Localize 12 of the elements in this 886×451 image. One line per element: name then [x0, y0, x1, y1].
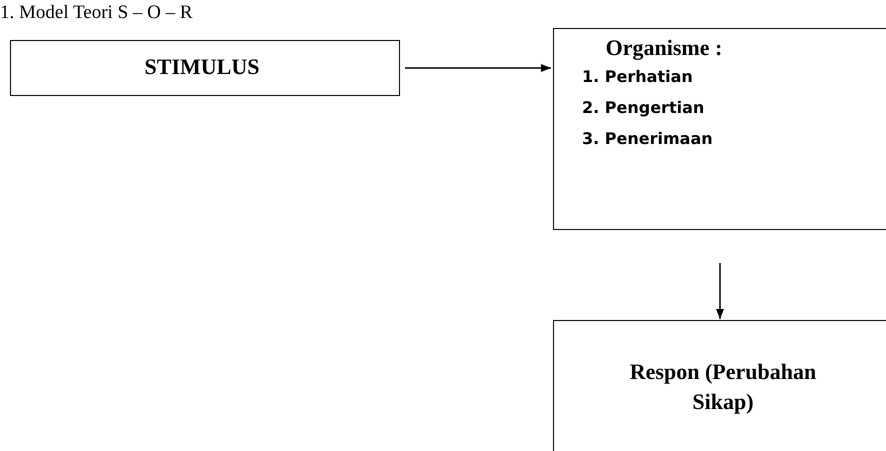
box-heading: Organisme :	[604, 35, 724, 61]
arrow	[716, 263, 724, 319]
list-item: 1. Perhatian	[582, 67, 693, 86]
box-text: Respon (Perubahan Sikap)	[628, 358, 818, 416]
box-text: STIMULUS	[144, 54, 260, 80]
arrow	[405, 64, 551, 72]
list-item: 3. Penerimaan	[582, 129, 713, 148]
process-box	[553, 28, 886, 230]
process-box	[553, 320, 886, 451]
process-box	[10, 40, 400, 96]
list-item: 2. Pengertian	[582, 98, 704, 117]
figure-title: 1. Model Teori S – O – R	[0, 2, 193, 24]
